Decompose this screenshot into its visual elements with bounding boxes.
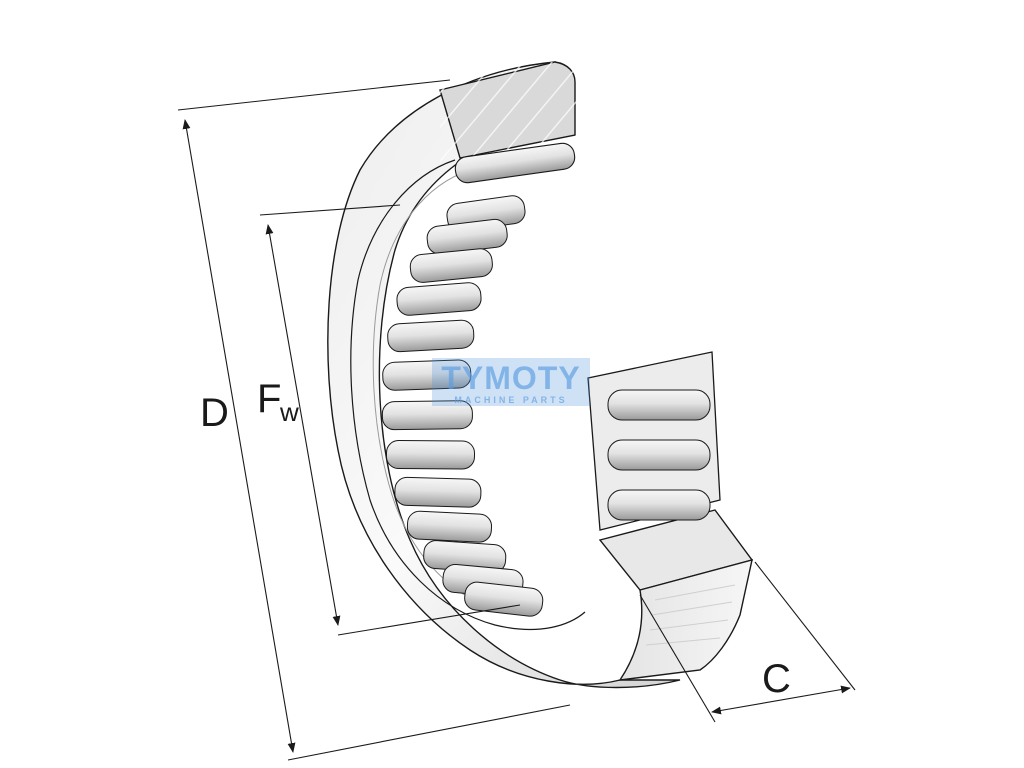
needle-roller (381, 400, 473, 431)
cage-roller (607, 439, 711, 471)
needle-roller (382, 359, 472, 391)
cage-roller (607, 389, 711, 421)
needle-roller (385, 440, 476, 470)
top-roller (454, 142, 576, 184)
needle-roller (406, 510, 493, 543)
dimension-fw: F w (257, 204, 521, 636)
watermark-logo: TYMOTY MACHINE PARTS (432, 358, 590, 406)
needle-roller (396, 282, 482, 316)
watermark-tagline: MACHINE PARTS (454, 395, 567, 405)
needle-roller (409, 248, 493, 283)
needle-roller (387, 319, 475, 353)
cage-cutaway (587, 351, 721, 531)
bottom-section-cut (598, 509, 754, 681)
cage-roller (607, 489, 711, 521)
dimension-c: C (639, 561, 856, 723)
needle-roller (394, 476, 482, 508)
watermark-brand: TYMOTY (441, 360, 580, 396)
label-w: w (279, 397, 299, 427)
needle-rollers (381, 195, 544, 617)
needle-roller (464, 581, 544, 617)
label-f: F (257, 377, 281, 421)
label-d: D (200, 391, 229, 435)
dimension-d: D (177, 79, 571, 761)
label-c: C (762, 657, 791, 701)
